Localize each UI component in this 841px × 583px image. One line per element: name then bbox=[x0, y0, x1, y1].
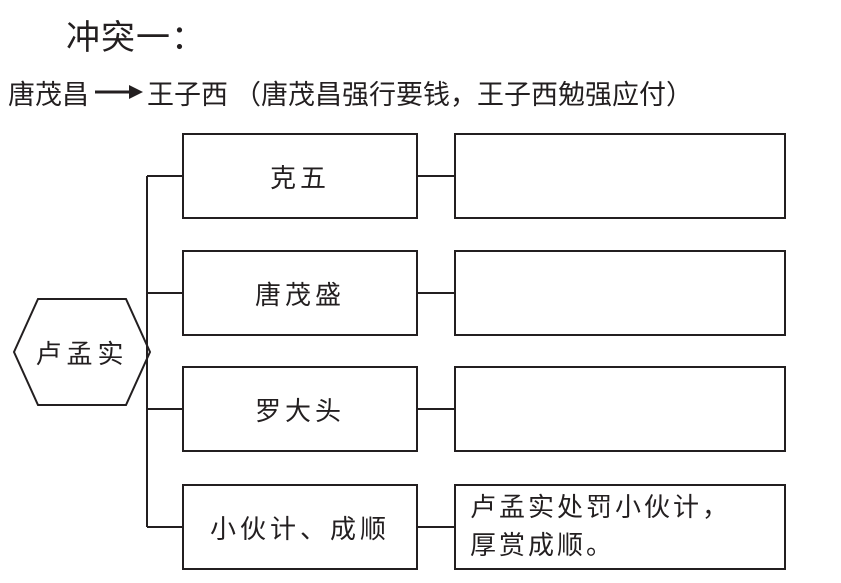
arrow-right-icon bbox=[95, 85, 143, 99]
conflict-relation: 唐茂昌 王子西 （唐茂昌强行要钱，王子西勉强应付） bbox=[8, 72, 693, 112]
branch-box-2: 唐茂盛 bbox=[182, 250, 418, 336]
result-box-1[interactable] bbox=[454, 133, 786, 219]
result-box-3[interactable] bbox=[454, 366, 786, 452]
center-hexagon bbox=[12, 298, 152, 406]
relation-note: （唐茂昌强行要钱，王子西勉强应付） bbox=[234, 79, 693, 111]
branch-box-1: 克五 bbox=[182, 133, 418, 219]
relation-to: 王子西 bbox=[147, 79, 228, 111]
relation-from: 唐茂昌 bbox=[8, 79, 89, 111]
result-box-4: 卢孟实处罚小伙计， 厚赏成顺。 bbox=[454, 484, 786, 570]
center-label: 卢孟实 bbox=[35, 339, 129, 370]
page-title: 冲突一： bbox=[66, 18, 206, 58]
result-box-2[interactable] bbox=[454, 250, 786, 336]
branch-box-3: 罗大头 bbox=[182, 366, 418, 452]
branch-box-4: 小伙计、成顺 bbox=[182, 484, 418, 570]
